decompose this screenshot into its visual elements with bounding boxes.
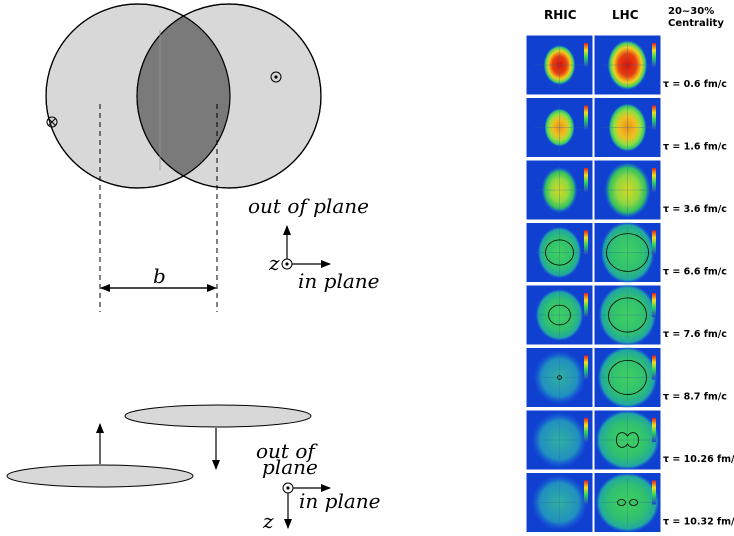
z-label-bottom: z — [262, 509, 274, 533]
lower-nucleus-disk — [6, 464, 194, 488]
col-header-lhc: LHC — [612, 8, 639, 22]
centrality-line2: Centrality — [668, 18, 724, 29]
cross-circle-icon — [46, 116, 58, 128]
time-label: τ = 10.32 fm/c — [663, 517, 734, 528]
panel-row: τ = 10.26 fm/c — [525, 409, 734, 471]
upper-nucleus-disk — [124, 404, 312, 428]
in-plane-label: in plane — [298, 269, 379, 293]
nuclei-overlap-diagram: b out of plane z in plane — [45, 3, 379, 312]
centrality-line1: 20~30% — [668, 6, 714, 17]
time-label: τ = 1.6 fm/c — [663, 142, 727, 153]
side-view-diagram: out of plane in plane z — [6, 404, 380, 533]
panel-row: τ = 6.6 fm/c — [525, 221, 727, 284]
panel-row: τ = 0.6 fm/c — [525, 34, 727, 96]
panel-row: τ = 10.32 fm/c — [525, 472, 734, 533]
out-of-plane-label: out of plane — [248, 194, 369, 218]
panel-row: τ = 7.6 fm/c — [525, 284, 727, 346]
in-plane-label-bottom: in plane — [299, 489, 380, 513]
axes-top: out of plane z in plane — [248, 194, 379, 293]
panel-row: τ = 1.6 fm/c — [525, 97, 727, 158]
time-label: τ = 6.6 fm/c — [663, 267, 727, 278]
panel-row: τ = 3.6 fm/c — [525, 159, 727, 221]
time-label: τ = 3.6 fm/c — [663, 204, 727, 215]
evolution-panels: RHIC LHC 20~30% Centrality τ = 0.6 fm/c τ… — [525, 6, 734, 533]
panel-row: τ = 8.7 fm/c — [525, 346, 727, 409]
time-label: τ = 10.26 fm/c — [663, 454, 734, 465]
impact-parameter-label: b — [153, 264, 166, 288]
time-label: τ = 7.6 fm/c — [663, 329, 727, 340]
time-label: τ = 0.6 fm/c — [663, 79, 727, 90]
z-label: z — [268, 251, 280, 275]
col-header-rhic: RHIC — [544, 8, 577, 22]
overlap-region — [137, 4, 230, 188]
dot-circle-icon — [270, 71, 282, 83]
time-label: τ = 8.7 fm/c — [663, 392, 727, 403]
out-of-label: out of — [256, 439, 318, 463]
axes-bottom: out of plane in plane z — [256, 439, 380, 533]
plane-label: plane — [262, 455, 318, 479]
